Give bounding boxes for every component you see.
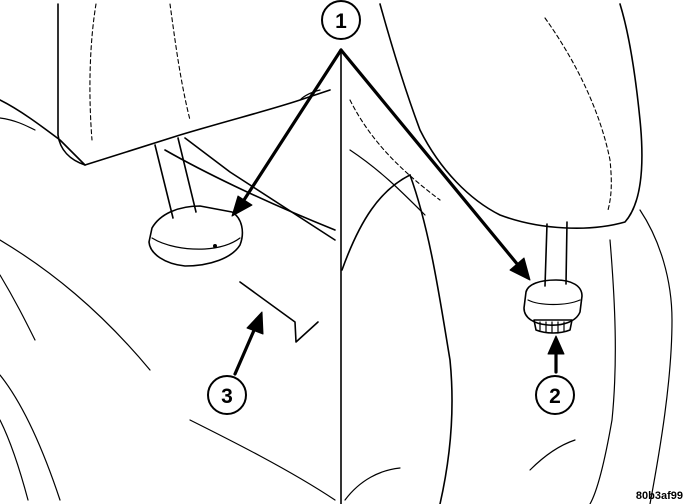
left-headrest-post bbox=[154, 137, 197, 219]
callout-1: 1 bbox=[321, 0, 361, 40]
right-headrest bbox=[379, 3, 643, 229]
callout-1-label: 1 bbox=[335, 10, 347, 33]
callout-3-label: 3 bbox=[221, 385, 233, 408]
callout-2-label: 2 bbox=[549, 385, 561, 408]
right-headrest-post bbox=[544, 221, 568, 287]
figure-code: 80b3af99 bbox=[636, 490, 683, 502]
release-button bbox=[533, 319, 573, 334]
left-panel bbox=[0, 3, 336, 501]
left-headrest bbox=[57, 3, 331, 166]
arrow-1-left bbox=[242, 48, 343, 202]
arrow-1-right bbox=[339, 48, 520, 267]
callout-2: 2 bbox=[535, 375, 575, 415]
left-guide-sleeve bbox=[148, 205, 244, 267]
callout-arrows bbox=[231, 48, 565, 376]
arrow-3 bbox=[233, 326, 257, 376]
right-panel bbox=[341, 3, 673, 504]
callout-3: 3 bbox=[207, 375, 247, 415]
